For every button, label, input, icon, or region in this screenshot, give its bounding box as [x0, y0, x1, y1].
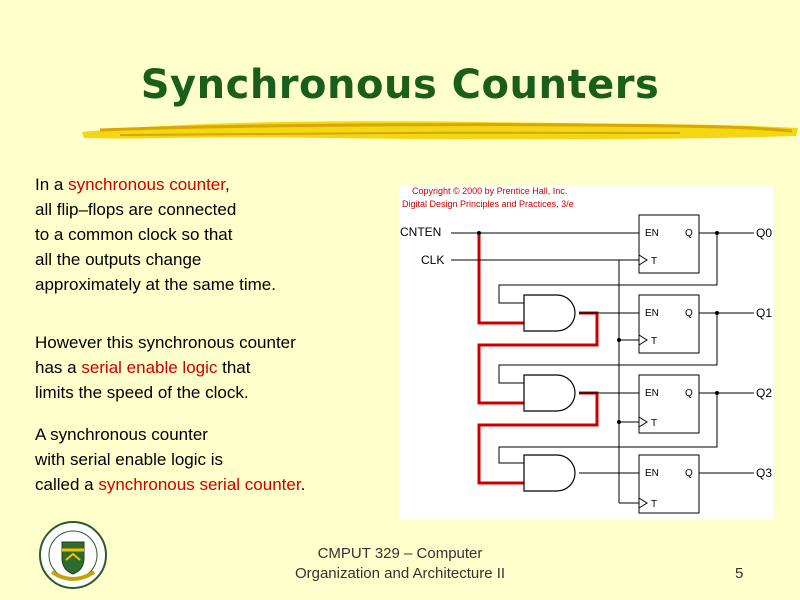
serial-enable-chain [477, 233, 599, 485]
output-label-q0: Q0 [756, 226, 772, 240]
ff-t-label: T [651, 256, 657, 267]
footer-line-1: CMPUT 329 – Computer [317, 545, 483, 562]
input-label-clk: CLK [421, 253, 444, 267]
ff-q-label: Q [685, 308, 693, 319]
ff-t-label: T [651, 336, 657, 347]
slide-title: Synchronous Counters [140, 62, 660, 108]
counter-circuit-diagram: Copyright © 2000 by Prentice Hall, Inc. … [399, 185, 773, 520]
paragraph-synchronous-counter: In a synchronous counter, all flip–flops… [35, 172, 276, 297]
ff-q-label: Q [685, 388, 693, 399]
highlight-term: serial enable logic [81, 358, 218, 377]
text-line: limits the speed of the clock. [35, 383, 249, 402]
text-line: all flip–flops are connected [35, 200, 237, 219]
copyright-line-2: Digital Design Principles and Practices,… [402, 199, 574, 209]
footer-course-title: CMPUT 329 – Computer Organization and Ar… [270, 544, 530, 584]
page-number: 5 [735, 565, 744, 582]
ff-q-label: Q [685, 228, 693, 239]
text: called a [35, 475, 99, 494]
text: , [224, 175, 230, 194]
ff-en-label: EN [645, 468, 659, 479]
paragraph-serial-enable: However this synchronous counter has a s… [35, 330, 296, 405]
and-gate-2 [523, 374, 576, 412]
text: has a [35, 358, 82, 377]
input-label-cnten: CNTEN [400, 225, 441, 239]
footer-line-2: Organization and Architecture II [294, 565, 506, 582]
ff-en-label: EN [645, 308, 659, 319]
title-underline-brushstroke [82, 121, 798, 140]
text-line: A synchronous counter [35, 425, 208, 444]
and-gate-1 [523, 294, 576, 332]
circuit-svg: Copyright © 2000 by Prentice Hall, Inc. … [400, 186, 772, 514]
text-line: approximately at the same time. [35, 275, 276, 294]
output-label-q1: Q1 [756, 306, 772, 320]
flip-flop-0: EN Q T [638, 214, 700, 274]
university-seal-logo [39, 521, 107, 589]
output-label-q3: Q3 [756, 466, 772, 480]
and-gates [523, 294, 576, 492]
flip-flop-3: EN Q T [638, 454, 700, 514]
highlight-term: synchronous counter [68, 175, 225, 194]
text-line: to a common clock so that [35, 225, 233, 244]
ff-t-label: T [651, 499, 657, 510]
text-line: with serial enable logic is [35, 450, 224, 469]
junction-dots [477, 231, 719, 424]
text-line: However this synchronous counter [35, 333, 296, 352]
and-gate-3 [523, 454, 576, 492]
text: that [217, 358, 251, 377]
highlight-term: synchronous serial counter [98, 475, 301, 494]
text: In a [35, 175, 69, 194]
output-labels: Q0 Q1 Q2 Q3 [756, 226, 772, 480]
ff-q-label: Q [685, 468, 693, 479]
text-line: all the outputs change [35, 250, 202, 269]
ff-en-label: EN [645, 388, 659, 399]
ff-en-label: EN [645, 228, 659, 239]
flip-flop-2: EN Q T [638, 374, 700, 434]
copyright-line-1: Copyright © 2000 by Prentice Hall, Inc. [412, 186, 567, 196]
text: . [300, 475, 306, 494]
paragraph-serial-counter: A synchronous counter with serial enable… [35, 422, 305, 497]
flip-flop-1: EN Q T [638, 294, 700, 354]
output-label-q2: Q2 [756, 386, 772, 400]
circuit-wires [451, 232, 754, 504]
ff-t-label: T [651, 418, 657, 429]
